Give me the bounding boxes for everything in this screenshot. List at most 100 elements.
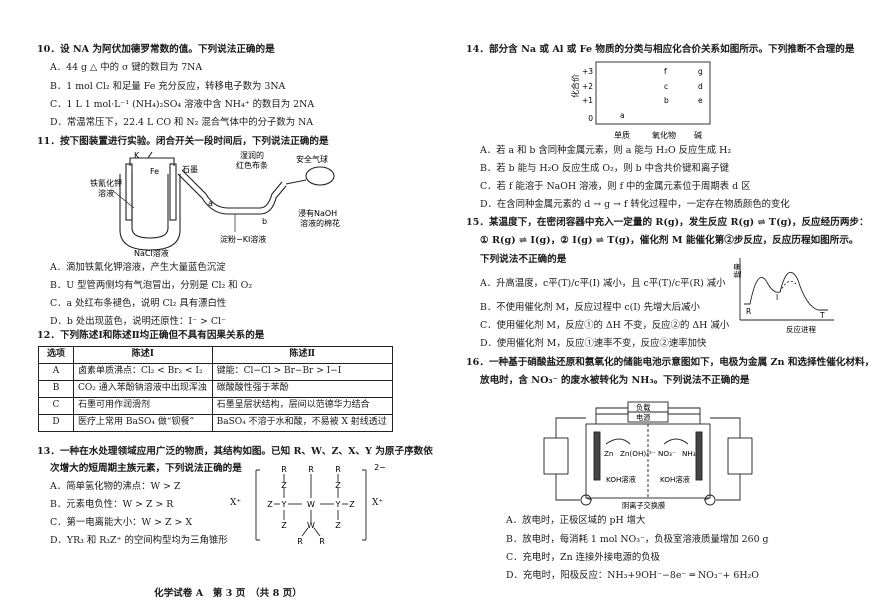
q10-option-d: D．常温常压下，22.4 L CO 和 N₂ 混合气体中的分子数为 NA <box>50 117 314 128</box>
q10-option-a: A．44 g △ 中的 σ 键的数目为 7NA <box>50 62 203 73</box>
q16-stem-line-1: 16．一种基于硝酸盐还原和氨氧化的储能电池示意图如下，电极为金属 Zn 和选择性… <box>466 357 870 368</box>
q16-option-c: C．充电时，Zn 连接外接电源的负极 <box>506 552 660 563</box>
q12-stem: 12．下列陈述Ⅰ和陈述Ⅱ均正确但不具有因果关系的是 <box>37 330 265 341</box>
y-axis-label: 能量 <box>732 263 742 278</box>
graphite-electrode-label: 石墨 <box>182 165 198 174</box>
naoh-cotton-label-1: 浸有NaOH <box>298 208 337 218</box>
table-cell: BaSO₄ 不溶于水和酸，不易被 X 射线透过 <box>211 414 394 432</box>
table-cell: 键能：Cl−Cl > Br−Br > I−I <box>211 363 394 381</box>
counter-ion-right: X⁺ <box>372 498 384 508</box>
starch-ki-label: 淀粉−KI溶液 <box>220 234 266 244</box>
species-t-label: T <box>819 311 825 320</box>
table-cell: C <box>38 397 74 415</box>
membrane-label: 阴离子交换膜 <box>622 501 665 510</box>
zn-electrode-label: Zn <box>604 449 613 458</box>
q11-option-d: D．b 处出现蓝色，说明还原性：I⁻ > Cl⁻ <box>50 316 226 327</box>
svg-text:b: b <box>664 96 669 105</box>
q14-option-a: A．若 a 和 b 含同种金属元素，则 a 能与 H₂O 反应生成 H₂ <box>480 145 732 156</box>
q11-option-b: B．U 型管两侧均有气泡冒出，分别是 Cl₂ 和 O₂ <box>50 280 253 291</box>
q10-stem: 10．设 NA 为阿伏加德罗常数的值。下列说法正确的是 <box>37 44 275 55</box>
q11-option-a: A．滴加铁氰化钾溶液，产生大量蓝色沉淀 <box>50 262 226 273</box>
q11-option-c: C．a 处红布条褪色，说明 Cl₂ 具有漂白性 <box>50 298 227 309</box>
load-label: 负载 <box>636 403 650 412</box>
q15-stem-line-1: 15．某温度下，在密闭容器中充入一定量的 R(g)，发生反应 R(g) ⇌ T(… <box>466 217 869 228</box>
ammonia-label: NH₃ <box>682 449 696 458</box>
electrolysis-apparatus-diagram: K Fe 石墨 铁氰化钾 溶液 湿润的 红色布条 安全气球 浸有NaOH 溶液的… <box>90 150 340 258</box>
atom-r-label: R <box>297 537 303 546</box>
naoh-cotton-label-2: 溶液的棉花 <box>300 218 340 228</box>
safety-balloon-label: 安全气球 <box>296 154 328 164</box>
atom-y-label: Y <box>335 500 341 509</box>
table-cell: 卤素单质沸点：Cl₂ < Br₂ < I₂ <box>73 363 213 381</box>
q13-option-c: C．第一电离能大小：W > Z > X <box>50 517 193 528</box>
q13-option-a: A．简单氢化物的沸点：W > Z <box>50 481 181 492</box>
q11-stem: 11．按下图装置进行实验。闭合开关一段时间后，下列说法正确的是 <box>37 136 329 147</box>
species-i-label: I <box>776 293 778 302</box>
svg-text:c: c <box>664 82 668 91</box>
q14-option-d: D．在含同种金属元素的 d → g → f 转化过程中，一定存在物质颜色的变化 <box>480 199 790 210</box>
fe-electrode-label: Fe <box>150 167 159 176</box>
koh-right-label: KOH溶液 <box>660 475 690 484</box>
table-cell: D <box>38 414 74 432</box>
q15-option-c: C．使用催化剂 M，反应①的 ΔH 不变，反应②的 ΔH 减小 <box>480 320 730 331</box>
y-axis-label: 化合价 <box>570 74 580 98</box>
x-axis-label: 反应进程 <box>786 324 816 334</box>
svg-text:a: a <box>620 111 625 120</box>
x-category-label: 单质 <box>614 130 630 140</box>
q13-option-d: D．YR₃ 和 R₃Z⁺ 的空间构型均为三角锥形 <box>50 535 228 546</box>
atom-r-label: R <box>319 537 325 546</box>
table-row: A 卤素单质沸点：Cl₂ < Br₂ < I₂ 键能：Cl−Cl > Br−Br… <box>38 363 394 381</box>
q16-option-d: D．充电时，阳极反应：NH₃+9OH⁻−8e⁻ ═ NO₃⁻+ 6H₂O <box>506 570 759 581</box>
svg-text:e: e <box>698 96 703 105</box>
table-cell: A <box>38 363 74 381</box>
q15-option-d: D．使用催化剂 M，反应①速率不变，反应②速率加快 <box>480 338 707 349</box>
atom-r-label: R <box>281 465 287 474</box>
q14-option-c: C．若 f 能溶于 NaOH 溶液，则 f 中的金属元素位于周期表 d 区 <box>480 181 751 192</box>
y-tick-label: 0 <box>588 114 593 123</box>
point-b-label: b <box>262 217 267 226</box>
table-cell: 医疗上常用 BaSO₄ 做“钡餐” <box>73 414 213 432</box>
atom-y-label: Y <box>281 500 287 509</box>
atom-z-label: Z <box>335 521 341 530</box>
q13-option-b: B．元素电负性：W > Z > R <box>50 499 174 510</box>
nacl-solution-label: NaCl溶液 <box>134 248 169 258</box>
q13-stem-line-1: 13．一种在水处理领域应用广泛的物质，其结构如图。已知 R、W、Z、X、Y 为原… <box>37 446 433 457</box>
point-a-label: a <box>208 199 213 208</box>
charge-label: 2− <box>374 463 386 472</box>
q14-stem: 14．部分含 Na 或 Al 或 Fe 物质的分类与相应化合价关系如图所示。下列… <box>466 44 855 55</box>
svg-text:d: d <box>698 82 703 91</box>
q15-stem-line-3: 下列说法不正确的是 <box>480 254 567 265</box>
wet-cloth-label-2: 红色布条 <box>236 160 268 170</box>
page-footer: 化学试卷 A 第 3 页 （共 8 页） <box>154 588 302 599</box>
table-cell: B <box>38 380 74 398</box>
q13-stem-line-2: 次增大的短周期主族元素，下列说法正确的是 <box>50 463 242 474</box>
q15-option-a: A．升高温度，c平(T)/c平(I) 减小，且 c平(T)/c平(R) 减小 <box>480 278 726 289</box>
q16-option-a: A．放电时，正极区域的 pH 增大 <box>506 515 646 526</box>
atom-z-label: Z <box>267 500 273 509</box>
switch-k-label: K <box>134 151 140 160</box>
q10-option-b: B．1 mol Cl₂ 和足量 Fe 充分反应，转移电子数为 3NA <box>50 81 286 92</box>
q15-energy-profile: 能量 R I T 反应进程 <box>732 258 834 334</box>
y-tick-label: +3 <box>582 67 593 76</box>
table-header: 陈述Ⅰ <box>73 346 213 364</box>
table-header-row: 选项 陈述Ⅰ 陈述Ⅱ <box>38 346 394 364</box>
table-row: C 石墨可用作润滑剂 石墨呈层状结构，层间以范德华力结合 <box>38 397 394 415</box>
atom-z-label: Z <box>281 481 287 490</box>
atom-w-label: W <box>307 500 315 509</box>
zincate-label: Zn(OH)₄²⁻ <box>620 449 656 458</box>
nitrate-label: NO₃⁻ <box>658 449 676 458</box>
table-cell: CO₂ 通入苯酚钠溶液中出现浑浊 <box>73 380 213 398</box>
species-r-label: R <box>746 307 751 316</box>
table-header: 陈述Ⅱ <box>211 346 394 364</box>
ferricyanide-label: 铁氰化钾 <box>90 178 122 188</box>
table-row: D 医疗上常用 BaSO₄ 做“钡餐” BaSO₄ 不溶于水和酸，不易被 X 射… <box>38 414 394 432</box>
wet-cloth-label-1: 湿润的 <box>240 150 264 160</box>
q16-battery-diagram: 负载 电源 Zn Zn(OH)₄²⁻ NO₃⁻ NH₃ KOH溶液 KOH溶液 … <box>543 401 753 510</box>
y-tick-label: +2 <box>582 82 593 91</box>
q14-option-b: B．若 b 能与 H₂O 反应生成 O₂，则 b 中含共价键和离子键 <box>480 163 729 174</box>
q12-table: 选项 陈述Ⅰ 陈述Ⅱ A 卤素单质沸点：Cl₂ < Br₂ < I₂ 键能：Cl… <box>38 346 394 432</box>
atom-z-label: Z <box>335 481 341 490</box>
q16-stem-line-2: 放电时，含 NO₃⁻ 的废水被转化为 NH₃。下列说法不正确的是 <box>480 375 750 386</box>
atom-w-label: W <box>307 521 315 530</box>
